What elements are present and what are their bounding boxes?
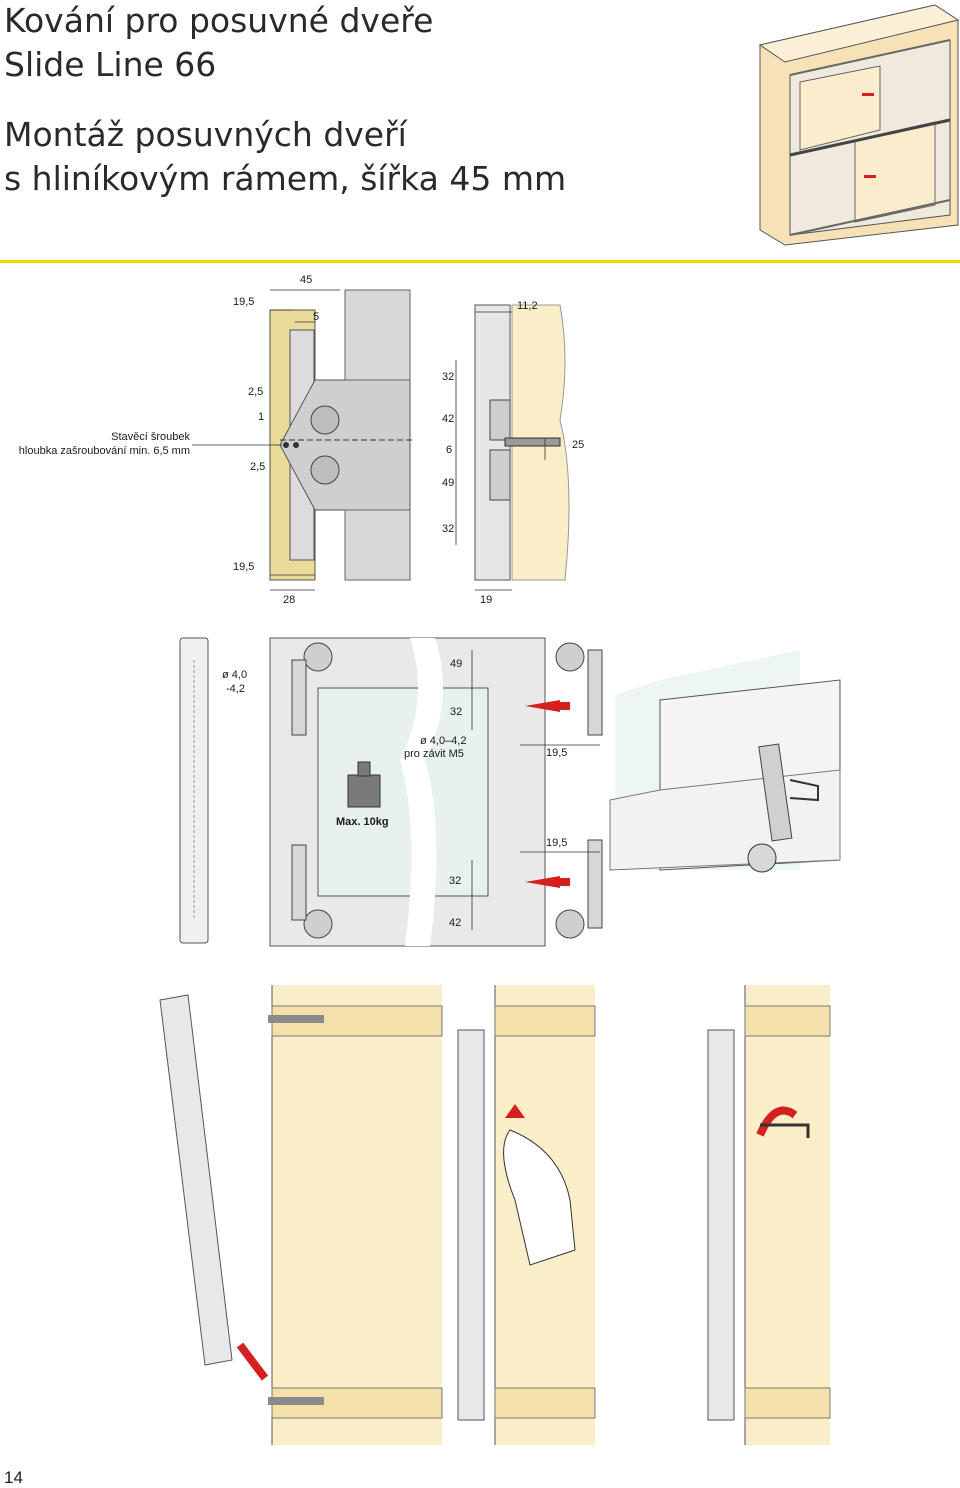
door-dim-32-top: 32 xyxy=(450,706,462,718)
step-1 xyxy=(159,985,443,1445)
roller-icon xyxy=(747,843,777,873)
dim-19-5-top: 19,5 xyxy=(233,296,254,308)
roller-icon xyxy=(555,909,585,939)
arrow-icon xyxy=(525,700,560,712)
arrow-icon xyxy=(236,1342,269,1381)
roller-icon xyxy=(310,455,340,485)
dim-2-5-b: 2,5 xyxy=(250,461,265,473)
hex-key-icon xyxy=(760,1123,810,1138)
hand-icon xyxy=(503,1129,576,1266)
door-dim-19-5-top: 19,5 xyxy=(546,747,567,759)
roller-icon xyxy=(555,642,585,672)
page-subtitle-line1: Montáž posuvných dveří xyxy=(4,115,407,154)
note-line1: Stavěcí šroubek xyxy=(111,431,190,443)
roller-icon xyxy=(310,405,340,435)
arrow-icon xyxy=(756,1106,798,1137)
roller-icon xyxy=(303,909,333,939)
dim-49: 49 xyxy=(442,477,454,489)
dim-5: 5 xyxy=(313,311,319,323)
yellow-divider xyxy=(0,260,960,263)
dim-42: 42 xyxy=(442,413,454,425)
hex-key-icon xyxy=(789,779,819,802)
door-dim-49: 49 xyxy=(450,658,462,670)
screw-icon xyxy=(504,437,561,447)
dim-25: 25 xyxy=(572,439,584,451)
glass-panel xyxy=(317,687,489,897)
door-dim-42: 42 xyxy=(449,917,461,929)
dim-1: 1 xyxy=(258,411,264,423)
step-3 xyxy=(707,985,831,1445)
door-dim-19-5-bottom: 19,5 xyxy=(546,837,567,849)
step-2 xyxy=(457,985,596,1445)
arrow-icon xyxy=(525,876,560,888)
thread-line1: ø 4,0–4,2 xyxy=(420,735,466,747)
dim-45: 45 xyxy=(300,274,312,286)
page-number: 14 xyxy=(4,1468,23,1487)
page-title-line2: Slide Line 66 xyxy=(4,45,217,84)
dim-11-2: 11,2 xyxy=(517,300,538,312)
dim-28: 28 xyxy=(283,594,295,606)
dim-32-top: 32 xyxy=(442,371,454,383)
arrow-icon xyxy=(505,1104,525,1118)
page-title-line1: Kování pro posuvné dveře xyxy=(4,1,434,40)
screw-icon xyxy=(268,1397,324,1405)
dim-2-5-a: 2,5 xyxy=(248,386,263,398)
max-load-label: Max. 10kg xyxy=(336,816,389,828)
dim-19: 19 xyxy=(480,594,492,606)
hole-dia-line2: -4,2 xyxy=(226,683,245,695)
thread-line2: pro závit M5 xyxy=(404,748,464,760)
dim-19-5-bottom: 19,5 xyxy=(233,561,254,573)
cabinet-illustration xyxy=(758,4,960,246)
page-subtitle-line2: s hliníkovým rámem, šířka 45 mm xyxy=(4,159,567,198)
note-line2: hloubka zašroubování min. 6,5 mm xyxy=(19,445,190,457)
dim-32-bottom: 32 xyxy=(442,523,454,535)
door-dim-32-bottom: 32 xyxy=(449,875,461,887)
weight-icon xyxy=(347,761,381,808)
dim-6: 6 xyxy=(446,444,452,456)
roller-icon xyxy=(303,642,333,672)
screw-icon xyxy=(268,1015,324,1023)
hole-dia-line1: ø 4,0 xyxy=(222,669,247,681)
